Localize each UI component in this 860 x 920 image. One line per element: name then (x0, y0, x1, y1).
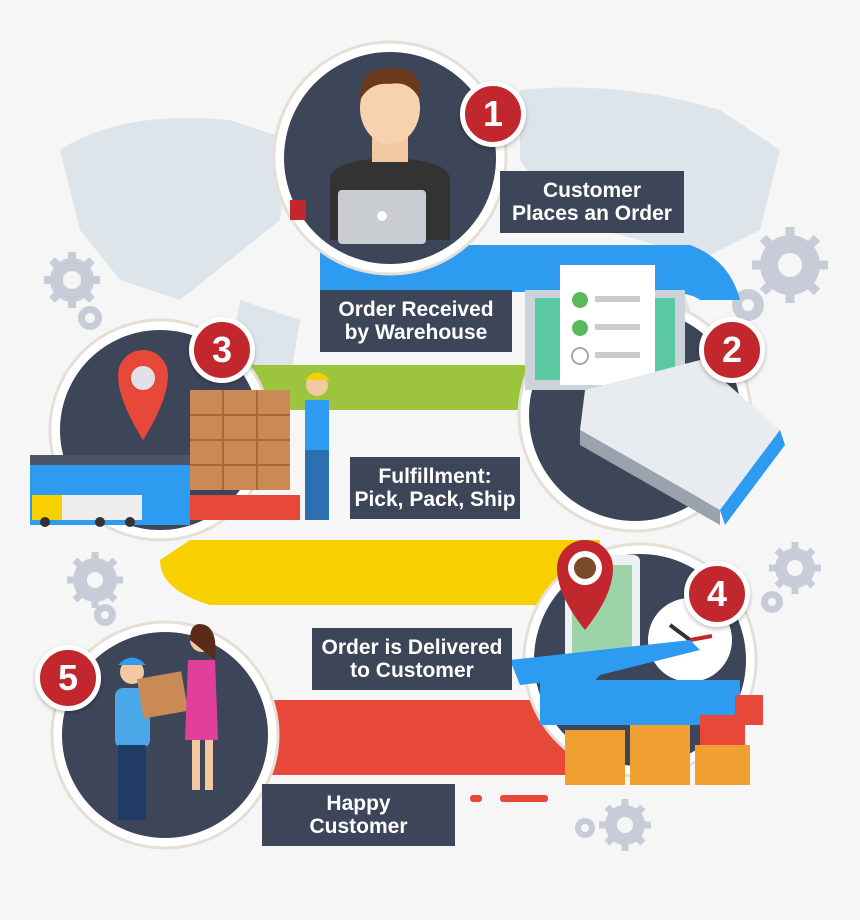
red-band (270, 700, 570, 775)
step-label-line: Customer (542, 179, 642, 202)
gear-icon (769, 542, 821, 594)
gear-icon (67, 552, 123, 608)
warehouse-checklist-illustration (525, 265, 785, 525)
dash-decoration (500, 795, 548, 802)
step-label-line: to Customer (350, 659, 474, 682)
step-number-badge: 5 (35, 645, 101, 711)
step-label-line: Order is Delivered (321, 636, 503, 659)
fulfillment-illustration (30, 350, 330, 527)
gear-icon (44, 252, 100, 308)
step-number-badge: 1 (460, 81, 526, 147)
delivery-illustration (510, 540, 763, 785)
gear-icon (575, 818, 595, 838)
step-label-line: Order Received (338, 298, 494, 321)
step-label-line: Places an Order (512, 202, 672, 225)
gear-icon (752, 227, 828, 303)
step-number-badge: 2 (699, 317, 765, 383)
gear-icon (732, 289, 764, 321)
step5-circle (50, 620, 280, 850)
step-number-badge: 4 (684, 561, 750, 627)
gear-icon (78, 306, 102, 330)
step-label-line: by Warehouse (344, 321, 488, 344)
step-number-badge: 3 (189, 317, 255, 383)
gear-icons (44, 227, 828, 851)
gear-icon (599, 799, 651, 851)
customer-laptop-illustration (290, 67, 450, 244)
step-1-label: Customer Places an Order (500, 171, 684, 233)
dash-decoration (470, 795, 482, 802)
step1-circle (272, 40, 508, 276)
gear-icon (761, 591, 783, 613)
happy-customer-illustration (115, 624, 218, 820)
step-2-label: Order Received by Warehouse (320, 290, 512, 352)
step-label-line: Pick, Pack, Ship (354, 488, 516, 511)
location-pin-icon (118, 350, 168, 440)
step-3-label: Fulfillment: Pick, Pack, Ship (350, 457, 520, 519)
step-label-line: Customer (309, 815, 408, 838)
yellow-band (160, 540, 600, 605)
step-4-label: Order is Delivered to Customer (312, 628, 512, 690)
gear-icon (94, 604, 116, 626)
step-label-line: Happy (326, 792, 391, 815)
step-5-label: Happy Customer (262, 784, 455, 846)
step-label-line: Fulfillment: (378, 465, 492, 488)
step2-circle (517, 265, 785, 533)
